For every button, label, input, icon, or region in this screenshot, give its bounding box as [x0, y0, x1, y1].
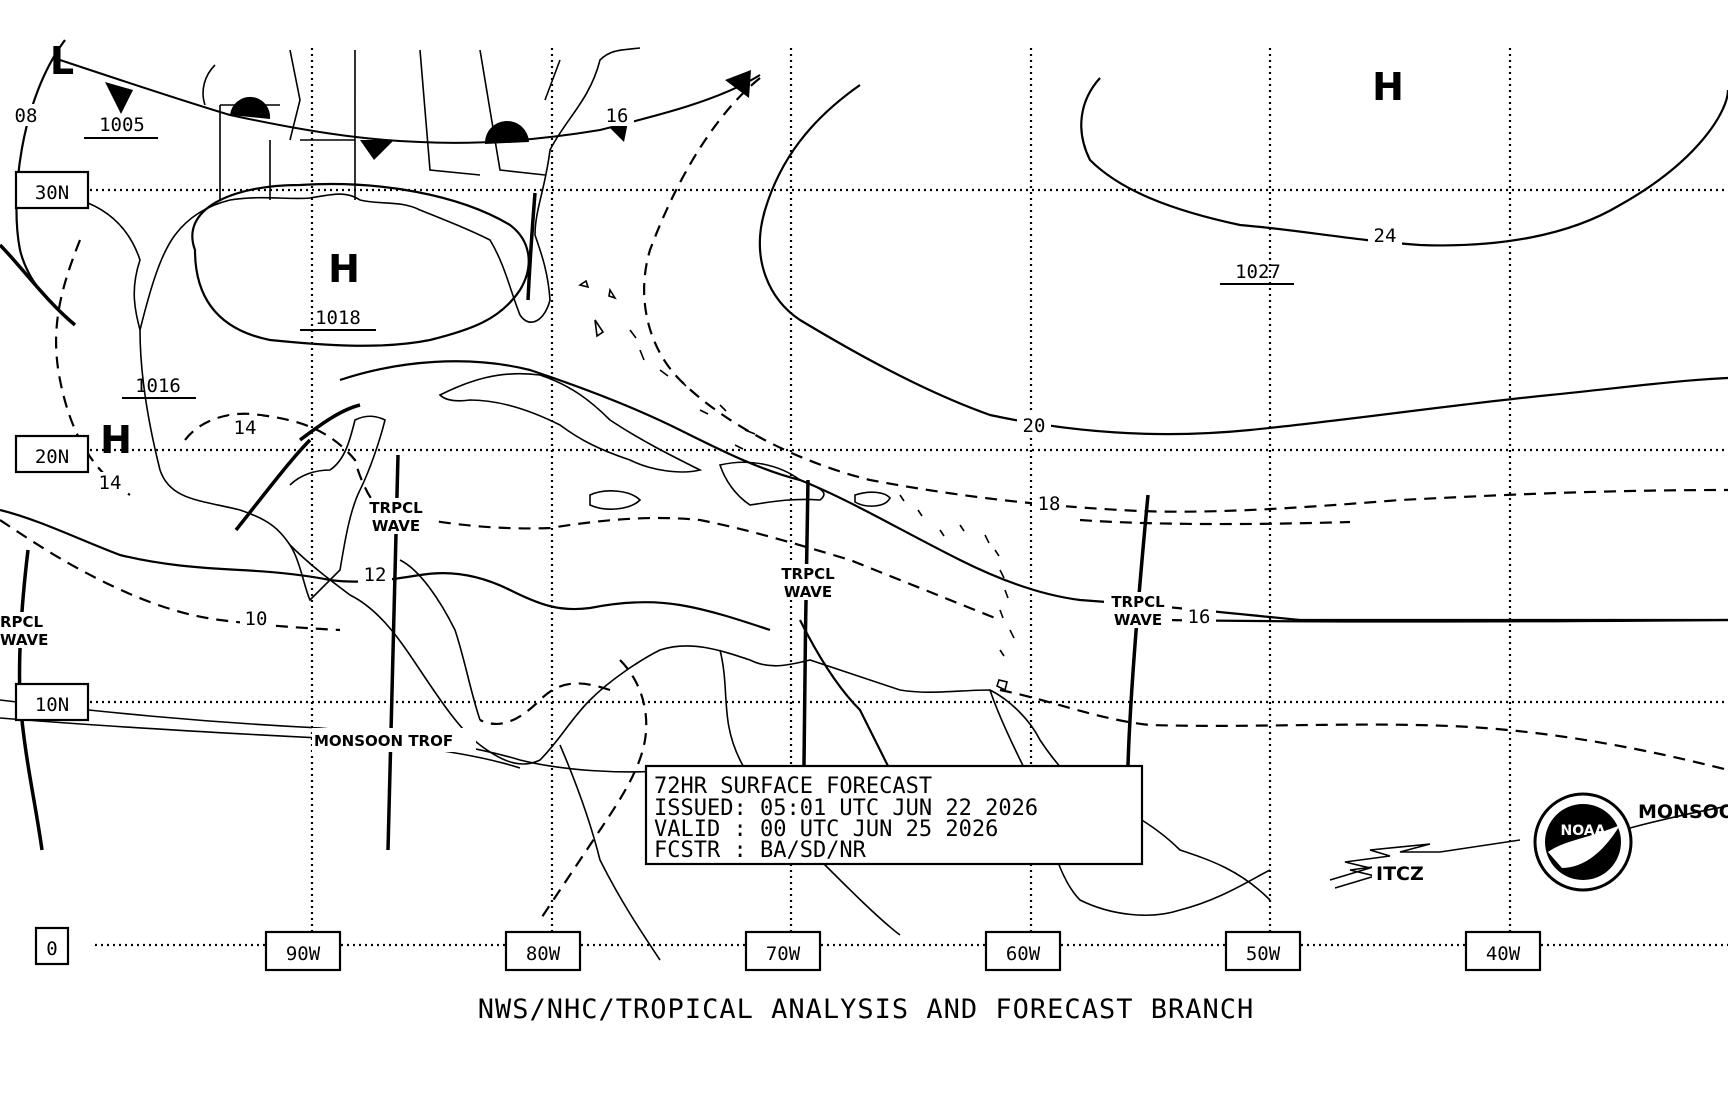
cold-front-symbol [725, 70, 751, 98]
tropical-wave-label: WAVE [1114, 611, 1162, 629]
lat-label-10n: 10N [35, 694, 69, 716]
high-pressure-symbol: H [100, 418, 132, 462]
low-pressure-symbol: L [50, 39, 74, 83]
forecast-info-box: 72HR SURFACE FORECAST ISSUED: 05:01 UTC … [644, 764, 1144, 866]
isobar-values: 08 16 24 20 18 16 14 14 12 10 [10, 104, 1402, 630]
tropical-wave-label: TRPCL [781, 565, 835, 583]
isobar-label: 18 [1038, 493, 1061, 515]
high-pressure-symbol: H [1372, 65, 1404, 109]
cold-front-symbol [360, 140, 394, 160]
isobar-label: 16 [606, 105, 629, 127]
cold-front-symbol [105, 82, 133, 114]
isobar-label: 14 [99, 472, 122, 494]
forecast-title: 72HR SURFACE FORECAST [654, 774, 932, 799]
monsoon-trough-label: MONSOON TROF [314, 732, 453, 750]
forecast-forecaster: FCSTR : BA/SD/NR [654, 838, 867, 863]
lon-label-70w: 70W [766, 943, 801, 965]
noaa-logo: NOAA [1533, 792, 1633, 892]
high-pressure-symbol: H [328, 247, 360, 291]
coastlines [79, 47, 1271, 961]
pressure-value: 1027 [1235, 261, 1281, 283]
lat-lon-grid [60, 48, 1728, 947]
lat-label-equator: 0 [46, 938, 57, 960]
lon-label-90w: 90W [286, 943, 321, 965]
warm-front-symbol [484, 120, 529, 144]
isobar-label: 16 [1188, 606, 1211, 628]
tropical-wave-label: WAVE [0, 631, 48, 649]
isobar-label: 20 [1023, 415, 1046, 437]
itcz-label: ITCZ [1376, 863, 1424, 885]
footer-credit: NWS/NHC/TROPICAL ANALYSIS AND FORECAST B… [478, 994, 1255, 1025]
lat-label-20n: 20N [35, 446, 69, 468]
noaa-logo-text: NOAA [1561, 823, 1606, 839]
pressure-value: 1018 [315, 307, 361, 329]
isobar-label: 12 [364, 564, 387, 586]
lon-label-40w: 40W [1486, 943, 1521, 965]
latitude-labels: 30N 20N 10N 0 [14, 170, 90, 966]
isobar-label: 08 [15, 105, 38, 127]
pressure-value: 1005 [99, 114, 145, 136]
longitude-labels: 90W 80W 70W 60W 50W 40W [264, 930, 1542, 972]
forecast-issued: ISSUED: 05:01 UTC JUN 22 2026 [654, 796, 1038, 821]
tropical-wave-label: TRPCL [1111, 593, 1165, 611]
tropical-wave-label: WAVE [372, 517, 420, 535]
isobars [0, 39, 1728, 781]
warm-front-symbol [230, 96, 271, 119]
isobar-label: 10 [245, 608, 268, 630]
tropical-wave-label: RPCL [0, 613, 44, 631]
lon-label-80w: 80W [526, 943, 561, 965]
pressure-value: 1016 [135, 375, 181, 397]
frontal-boundary [59, 59, 761, 160]
lon-label-50w: 50W [1246, 943, 1281, 965]
monsoon-label: MONSOO [1638, 801, 1728, 823]
isobars-dashed [0, 77, 1728, 921]
lat-label-30n: 30N [35, 182, 69, 204]
forecast-valid: VALID : 00 UTC JUN 25 2026 [654, 817, 998, 842]
feature-labels: TRPCL WAVE TRPCL WAVE TRPCL WAVE RPCL WA… [0, 498, 1728, 885]
isobar-label: 24 [1374, 225, 1397, 247]
tropical-wave-label: TRPCL [369, 499, 423, 517]
lon-label-60w: 60W [1006, 943, 1041, 965]
pressure-centers: H 1018 1016 H L 1005 H 1027 [50, 39, 1404, 462]
isobar-label: 14 [234, 417, 257, 439]
cold-front-symbol [610, 122, 628, 142]
tropical-waves [0, 192, 1150, 851]
tropical-wave-label: WAVE [784, 583, 832, 601]
